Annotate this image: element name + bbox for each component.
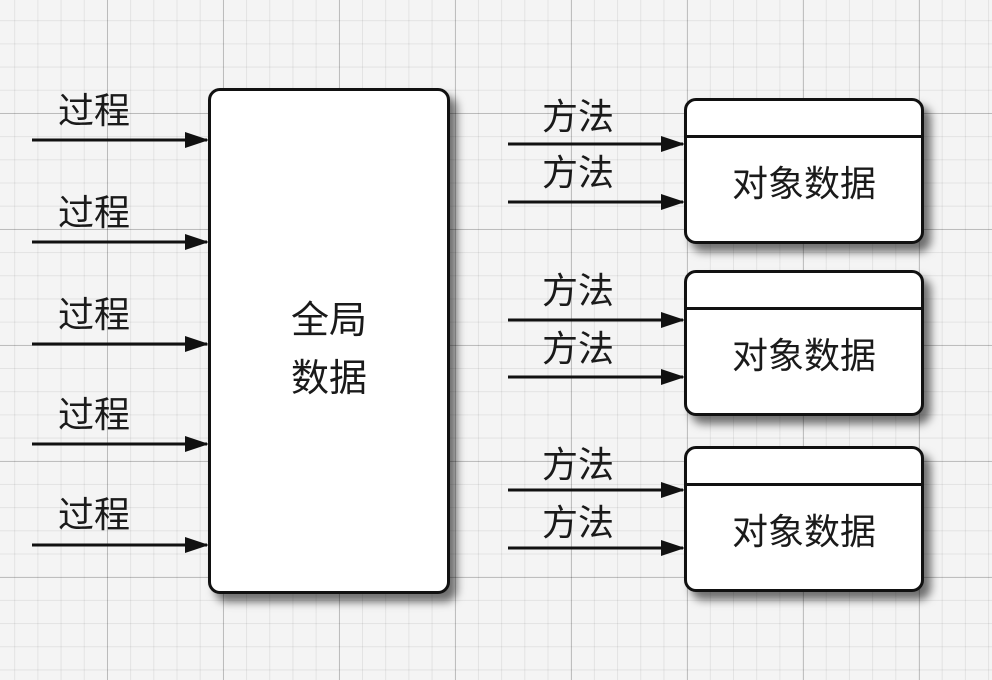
procedure-label-1: 过程 <box>58 91 131 132</box>
object-box-3-header <box>687 449 921 486</box>
global-data-box: 全局 数据 <box>208 88 450 594</box>
method-label-1b: 方法 <box>542 153 615 194</box>
global-data-line-2: 数据 <box>290 356 367 400</box>
procedure-label-2: 过程 <box>58 193 131 234</box>
method-label-2a: 方法 <box>542 271 615 312</box>
method-label-2b: 方法 <box>542 329 615 370</box>
object-box-1-header <box>687 101 921 138</box>
method-label-3a: 方法 <box>542 445 615 486</box>
method-label-3b: 方法 <box>542 503 615 544</box>
global-data-line-1: 全局 <box>290 298 367 342</box>
method-label-1a: 方法 <box>542 97 615 138</box>
object-data-label-3: 对象数据 <box>731 512 876 553</box>
object-box-3: 对象数据 <box>684 446 924 592</box>
object-box-2-header <box>687 273 921 310</box>
procedure-label-5: 过程 <box>58 495 131 536</box>
object-box-2: 对象数据 <box>684 270 924 416</box>
procedure-label-4: 过程 <box>58 395 131 436</box>
procedure-label-3: 过程 <box>58 295 131 336</box>
object-box-1: 对象数据 <box>684 98 924 244</box>
object-data-label-2: 对象数据 <box>731 336 876 377</box>
object-data-label-1: 对象数据 <box>731 164 876 205</box>
global-data-text: 全局 数据 <box>211 291 447 407</box>
